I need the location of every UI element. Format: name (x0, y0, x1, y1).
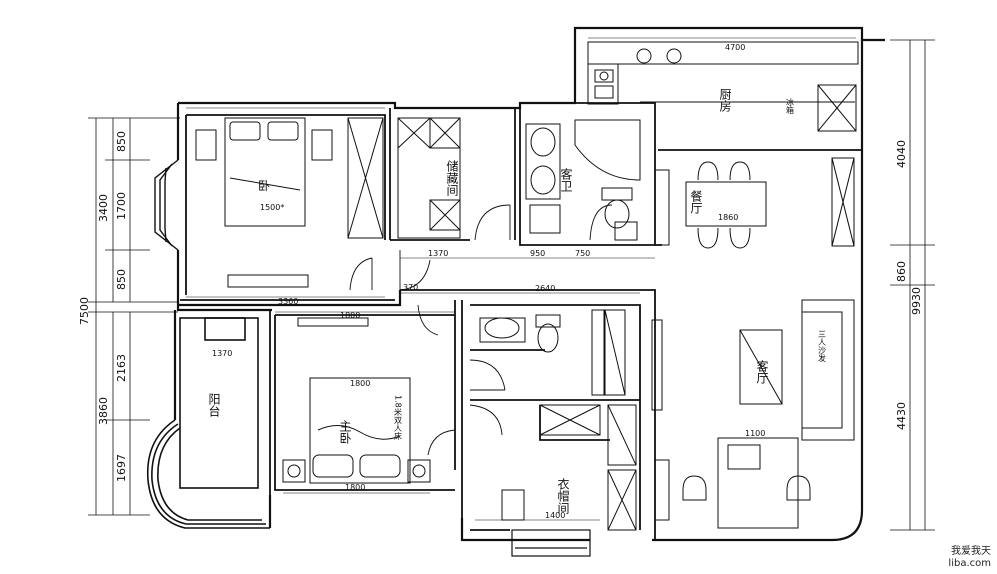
dim-left-upper-group: 3400 (97, 194, 110, 222)
dim-inner-14: 370 (403, 283, 418, 292)
kitchen-fixtures (587, 41, 859, 132)
dim-left-upper-c: 850 (115, 269, 128, 290)
wardrobes (347, 117, 855, 531)
balcony-outline (146, 317, 270, 529)
interior-walls (180, 102, 862, 540)
label-sofa: 三人沙发 (818, 330, 827, 363)
dim-left-total: 7500 (78, 297, 91, 325)
dim-inner-5: 1800 (350, 379, 370, 388)
dim-right-a: 4040 (895, 140, 908, 168)
bottom-window (511, 529, 591, 557)
dim-inner-8: 4700 (725, 43, 745, 52)
dim-inner-7: 1100 (745, 429, 765, 438)
room-label-master-bedroom: 主卧 (338, 420, 352, 444)
dim-inner-2: 1370 (428, 249, 448, 258)
room-label-dining: 餐厅 (689, 189, 703, 214)
dim-right-b: 860 (895, 261, 908, 282)
room-label-guest-bath: 客卫 (559, 167, 573, 192)
label-second-bed: 1500* (260, 203, 284, 212)
door-swings (349, 204, 613, 456)
dim-inner-12: 750 (575, 249, 590, 258)
watermark: 我爱我天 liba.com (948, 546, 991, 570)
dim-inner-6: 1400 (545, 511, 565, 520)
dimension-lines-left (88, 117, 180, 516)
dim-left-lower-group: 3860 (97, 397, 110, 425)
dim-left-lower-b: 1697 (115, 454, 128, 482)
room-label-balcony: 阳台 (207, 393, 221, 417)
label-fridge: 冰箱 (786, 97, 795, 115)
room-label-cloakroom-top: 储藏间 (445, 159, 459, 196)
bay-window (154, 159, 179, 251)
room-label-second-bedroom: 卧 (258, 179, 270, 193)
dim-right-total: 9930 (910, 287, 923, 315)
dim-inner-9: 1370 (212, 349, 232, 358)
dim-inner-3: 2640 (535, 284, 555, 293)
dim-left-upper-b: 1700 (115, 192, 128, 220)
room-label-kitchen: 厨房 (718, 88, 732, 112)
living-sofa (501, 299, 855, 529)
bathroom-fixtures (479, 119, 641, 396)
watermark-line1: 我爱我天 (951, 546, 991, 557)
room-label-cloakroom-bottom: 衣帽间 (556, 477, 570, 514)
second-bed (195, 117, 333, 288)
room-label-living: 客厅 (755, 359, 769, 384)
dim-inner-11: 950 (530, 249, 545, 258)
label-master-bed: 1.8米双人床 (394, 395, 403, 441)
watermark-line2: liba.com (948, 558, 991, 569)
dim-inner-1: 3360 (278, 297, 298, 306)
master-bed (282, 317, 431, 484)
dim-inner-10: 1800 (340, 311, 360, 320)
dim-right-c: 4430 (895, 402, 908, 430)
dining-set (685, 161, 767, 249)
dim-left-upper-a: 850 (115, 131, 128, 152)
dimension-lines-inner (186, 37, 856, 521)
dim-inner-4: 1800 (345, 483, 365, 492)
dimension-lines-right (890, 39, 935, 531)
dim-inner-13: 1860 (718, 213, 738, 222)
dim-left-lower-a: 2163 (115, 354, 128, 382)
exterior-walls (173, 26, 885, 542)
